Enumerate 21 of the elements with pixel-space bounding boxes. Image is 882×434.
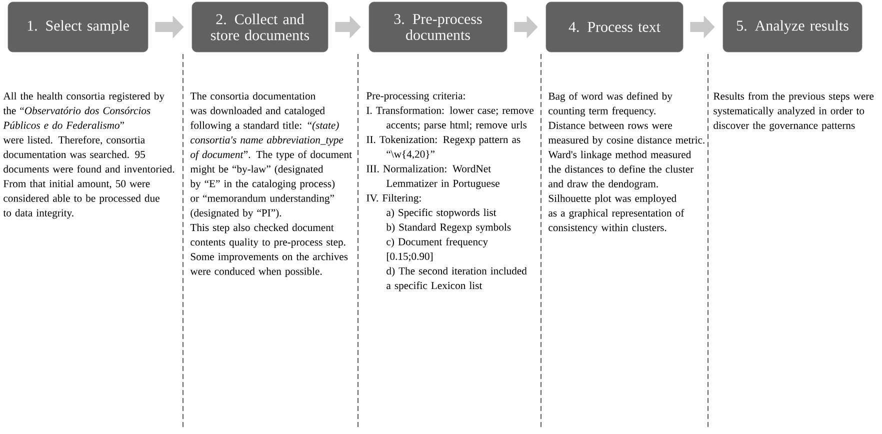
step-box: 2. Collect and store documents (192, 2, 328, 52)
body-text: a) Specific stopwords list (386, 208, 496, 218)
step-box: 5. Analyze results (722, 2, 862, 52)
body-text: Ward's linkage method measured the distances to define the cluster and draw the dendogram. (548, 150, 694, 190)
body-text: Distance between rows were measured by cosine distance metric. (548, 122, 704, 146)
body-text: Results from the previous steps were systematically analyzed in order to discover the governance patterns (714, 92, 874, 132)
step-box: 1. Select sample (8, 2, 148, 52)
body-text: III. Normalization: WordNet Lemmatizer in Portuguese (366, 164, 500, 190)
body-text: IV. Filtering: (366, 194, 421, 204)
body-text: Bag of word was defined by counting term frequency. (548, 92, 672, 117)
body-text: I. Transformation: lower case; remove accents; parse html; remove urls (366, 106, 534, 131)
body-text: d) The second iteration included a specific Lexicon list (386, 267, 527, 292)
body-text: II. Tokenization: Regexp pattern as “\w{4,20}” (366, 136, 520, 160)
body-text: This step also checked document contents quality to pre-process step. Some improvements on the archives were conduced when possible. (190, 224, 348, 278)
step-box: 3. Pre-process documents (368, 2, 508, 52)
body-text: The consortia documentation was downloaded and cataloged following a standard title: “(state) consortia's name abbreviation_type of document”. The type of document might be “by-law” (designated by “E” in the cataloging process) or “memorandum understanding” (designated by “PI”). (190, 92, 352, 219)
body-text: Silhouette plot was employed as a graphical representation of consistency within clusters. (548, 194, 684, 234)
body-text: All the health consortia registered by the “Observatório dos Consórcios Públicos e do Federalismo” were listed. Therefore, consortia documentation was searched. 95 documents were found and inventoried. From that initial amount, 50 were considered able to be processed due to data integrity. (3, 92, 174, 219)
body-text: Pre-processing criteria: (366, 92, 465, 102)
body-text: b) Standard Regexp symbols (386, 223, 511, 233)
step-box: 4. Process text (546, 2, 684, 52)
